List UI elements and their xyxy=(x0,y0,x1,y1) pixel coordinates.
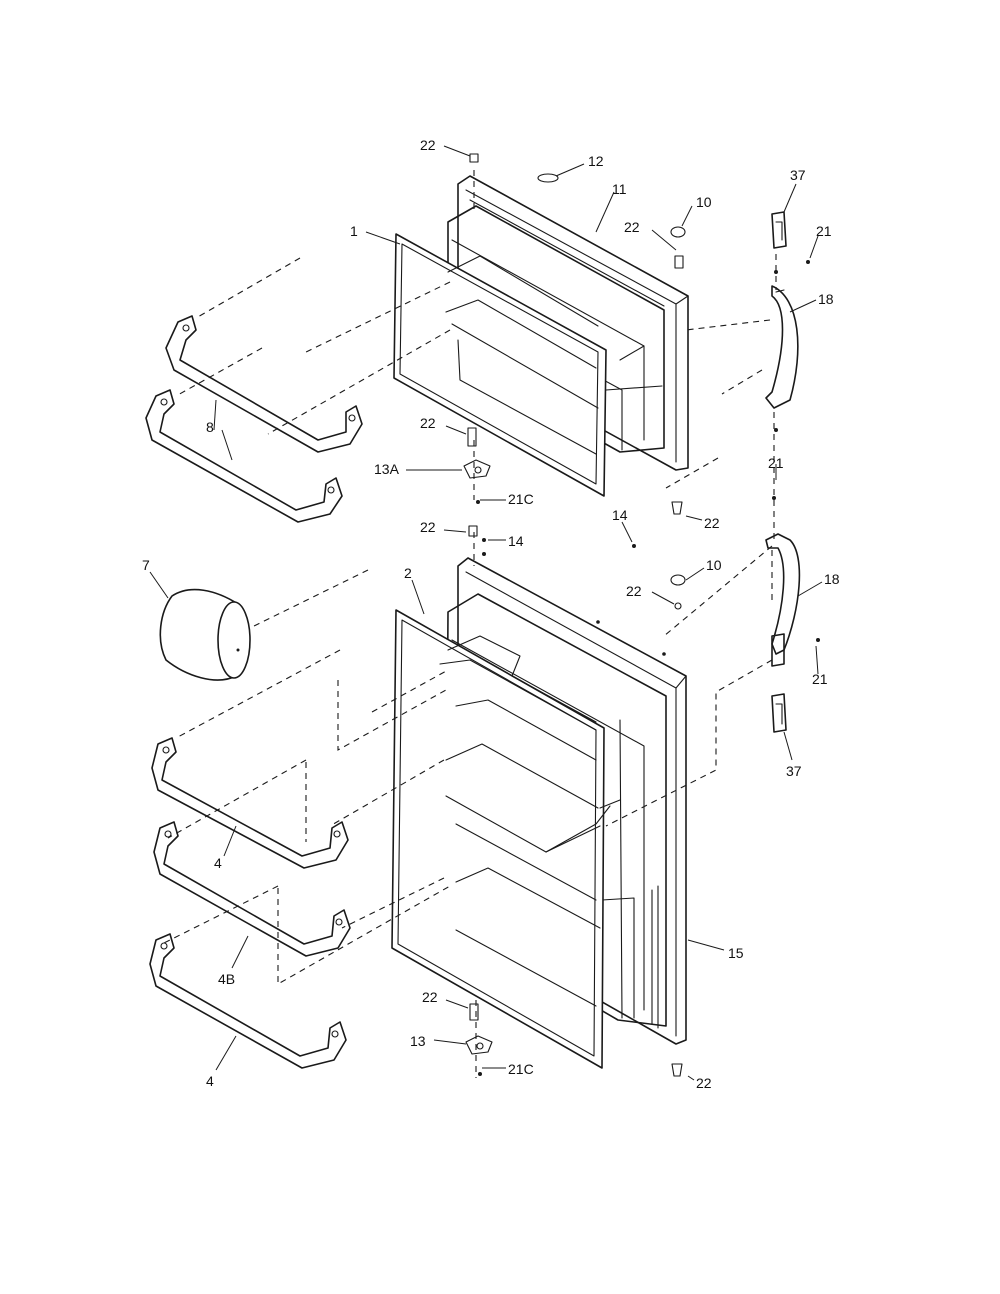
label-8: 8 xyxy=(206,419,214,435)
hinge-pin-22-freezer-bottom xyxy=(467,427,477,447)
screw-14-left xyxy=(482,538,486,556)
label-22-mid-left: 22 xyxy=(420,415,436,431)
label-37-top: 37 xyxy=(790,167,806,183)
label-14-right: 14 xyxy=(612,507,628,523)
label-7: 7 xyxy=(142,557,150,573)
hinge-pin-22-fresh-bottom xyxy=(469,1003,479,1021)
label-10-top: 10 xyxy=(696,194,712,210)
label-22-hinge-top: 22 xyxy=(624,219,640,235)
label-22-fresh-hinge: 22 xyxy=(626,583,642,599)
label-22-fresh-top: 22 xyxy=(420,519,436,535)
screw-14-center xyxy=(632,544,636,548)
fresh-food-door-bins xyxy=(439,635,621,1007)
label-2: 2 xyxy=(404,565,412,581)
freezer-assembly-dashed-lines xyxy=(175,170,771,500)
label-4B: 4B xyxy=(218,971,235,987)
label-18-bottom: 18 xyxy=(824,571,840,587)
screw-22-mid-right xyxy=(671,501,683,515)
handle-dashed-axis-top xyxy=(773,254,777,540)
screw-21C-bottom xyxy=(478,1072,482,1076)
plug-10-top xyxy=(670,226,686,238)
dairy-door-7 xyxy=(159,588,251,681)
bracket-13A xyxy=(463,459,491,479)
freezer-handle-18 xyxy=(765,285,799,409)
label-18-top: 18 xyxy=(818,291,834,307)
label-22-top: 22 xyxy=(420,137,436,153)
plug-10-bottom xyxy=(670,574,686,586)
label-37-bottom: 37 xyxy=(786,763,802,779)
label-4-bottom: 4 xyxy=(206,1073,214,1089)
handle-endcap-37-bottom xyxy=(771,633,787,733)
fresh-food-door-shelf-4-lower xyxy=(149,933,347,1069)
hinge-pin-22-top xyxy=(674,255,684,269)
hinge-pin-22-fresh xyxy=(674,602,682,610)
freezer-door-shelf-8-upper xyxy=(165,315,363,453)
label-12: 12 xyxy=(588,153,604,169)
fresh-food-door-shelf-4B xyxy=(153,821,351,957)
label-13A: 13A xyxy=(374,461,400,477)
label-10-bottom: 10 xyxy=(706,557,722,573)
freezer-door-shelf-8-lower xyxy=(145,389,343,523)
label-13: 13 xyxy=(410,1033,426,1049)
screw-22-fresh-top xyxy=(468,525,478,537)
label-21C-bottom: 21C xyxy=(508,1061,534,1077)
label-14-left: 14 xyxy=(508,533,524,549)
label-11: 11 xyxy=(612,181,627,197)
fresh-food-assembly-dashed-lines xyxy=(161,532,773,1078)
label-21-mid: 21 xyxy=(768,455,784,471)
screw-22-top xyxy=(469,153,479,163)
label-15: 15 xyxy=(728,945,744,961)
callout-labels: 22 12 11 10 22 1 37 21 18 8 22 13A 21C 2… xyxy=(142,137,840,1091)
label-21-bottom: 21 xyxy=(812,671,828,687)
label-1: 1 xyxy=(350,223,358,239)
leader-lines xyxy=(149,145,823,1081)
label-4-mid: 4 xyxy=(214,855,222,871)
fresh-food-door-shelf-4-upper xyxy=(151,737,349,869)
label-22-bottom-right: 22 xyxy=(696,1075,712,1091)
fresh-food-handle-18 xyxy=(765,533,801,655)
handle-screws-21 xyxy=(772,260,820,642)
label-21-top: 21 xyxy=(816,223,832,239)
label-22-bottom-left: 22 xyxy=(422,989,438,1005)
screw-21C-top xyxy=(476,500,480,504)
label-21C-top: 21C xyxy=(508,491,534,507)
handle-endcap-37-top xyxy=(771,211,787,249)
freezer-door-gasket-1 xyxy=(393,233,607,497)
label-22-mid-right: 22 xyxy=(704,515,720,531)
screw-22-bottom-right xyxy=(671,1063,683,1077)
freezer-door-liner-front xyxy=(445,255,599,455)
plug-12 xyxy=(537,173,559,183)
bracket-13 xyxy=(465,1035,493,1055)
